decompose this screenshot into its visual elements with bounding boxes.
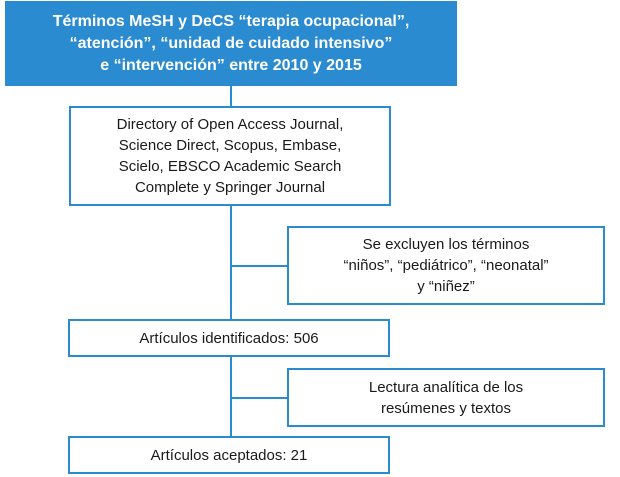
search-terms-box: Términos MeSH y DeCS “terapia ocupaciona… (5, 1, 457, 86)
exclusion-line-3: y “niñez” (417, 278, 475, 295)
connector-header-databases (230, 86, 232, 106)
search-terms-line-3: e “intervención” entre 2010 y 2015 (100, 56, 362, 74)
connector-to-exclusion (231, 265, 287, 267)
search-terms-line-1: Términos MeSH y DeCS “terapia ocupaciona… (52, 12, 410, 30)
reading-line-1: Lectura analítica de los (368, 378, 524, 396)
exclusion-box: Se excluyen los términos “niños”, “pediá… (287, 226, 605, 305)
databases-line-2: Science Direct, Scopus, Embase, (118, 137, 342, 154)
databases-line-4: Complete y Springer Journal (134, 179, 326, 196)
exclusion-line-1: Se excluyen los términos (362, 236, 530, 253)
reading-box: Lectura analítica de los resúmenes y tex… (287, 368, 605, 427)
connector-to-reading (231, 397, 287, 399)
databases-line-3: Scielo, EBSCO Academic Search (118, 158, 342, 175)
accepted-articles-label: Artículos aceptados: 21 (150, 446, 308, 464)
databases-line-1: Directory of Open Access Journal, (116, 116, 344, 133)
accepted-articles-box: Artículos aceptados: 21 (68, 436, 390, 474)
exclusion-line-2: “niños”, “pediátrico”, “neonatal” (343, 257, 549, 274)
identified-articles-label: Artículos identificados: 506 (139, 329, 319, 347)
search-terms-line-2: “atención”, “unidad de cuidado intensivo… (69, 34, 393, 52)
reading-line-2: resúmenes y textos (380, 399, 512, 417)
databases-box: Directory of Open Access Journal, Scienc… (69, 106, 391, 206)
identified-articles-box: Artículos identificados: 506 (68, 319, 390, 357)
